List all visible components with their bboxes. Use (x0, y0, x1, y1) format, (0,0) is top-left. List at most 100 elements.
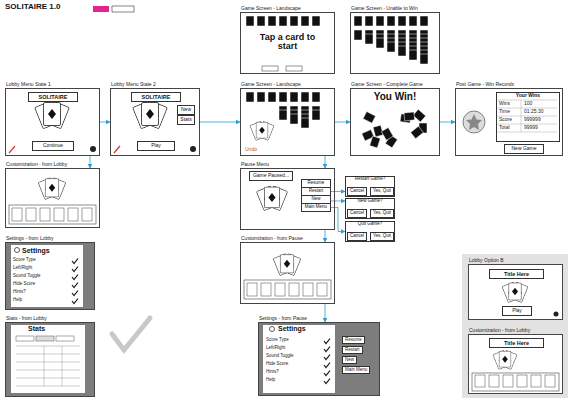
dialog-box: Restart Game?CancelYes, Quit (345, 176, 395, 197)
card-fan (133, 101, 168, 129)
table-cell: 99999 (524, 125, 538, 131)
button-label: Title Here (492, 271, 541, 277)
card-back (376, 38, 384, 48)
setting-row: Sound Toggle (266, 354, 293, 359)
card-back (246, 92, 254, 102)
table-cell: Time (499, 109, 510, 115)
check-mark (72, 275, 78, 280)
card-back (365, 34, 373, 44)
button-label: Play (140, 143, 172, 149)
screen-frame: Pause MenuGame Paused...ResumeRestartNew… (240, 168, 335, 230)
button: Main Menu (301, 203, 331, 212)
button-label: SOLITAIRE (134, 94, 178, 100)
screen-title: Pause Menu (241, 162, 269, 168)
card-strip (244, 280, 331, 299)
button: Yes, Quit (370, 232, 394, 241)
body-text: Stats (28, 325, 45, 332)
mini-card (12, 208, 22, 221)
card-back (290, 92, 298, 102)
card-back (420, 16, 428, 26)
button-label: Game Paused... (252, 173, 290, 179)
mini-card (247, 283, 257, 296)
flow-arrow (325, 156, 326, 168)
button-label: New (180, 107, 192, 113)
card-strip (9, 205, 96, 224)
card-back (409, 16, 417, 26)
button-label: Yes, Quit (373, 189, 391, 194)
mini-card (303, 283, 313, 296)
setting-row: Hide Score (266, 362, 288, 367)
setting-row: Score Type (13, 258, 36, 263)
card-back (312, 16, 320, 26)
flow-arrow (331, 200, 345, 201)
stats-panel (11, 325, 85, 393)
check-mark (324, 371, 330, 376)
screen-frame: Game Screen - LandscapeTap a card to sta… (240, 12, 335, 74)
mini-card (26, 208, 36, 221)
card-back (387, 16, 395, 26)
body-text: Settings (22, 247, 50, 254)
button: New (177, 105, 195, 115)
screen-title: Lobby Menu State 1 (6, 82, 51, 88)
card-back (268, 16, 276, 26)
screen-frame: Game Screen - Unable to Win (350, 12, 440, 74)
approval-check (112, 318, 150, 350)
card-back (301, 16, 309, 26)
screen-title: Post Game - Win Records (456, 82, 514, 88)
dialog-box: New Game?CancelYes, Quit (345, 198, 395, 219)
win-badge (463, 111, 485, 133)
card-fan (35, 101, 70, 129)
mini-card (289, 283, 299, 296)
body-text: New Game? (346, 199, 394, 204)
card-back (387, 42, 395, 52)
screen-frame: Customization - from LobbyTitle Here (468, 334, 563, 394)
body-text: Quit Game? (346, 222, 394, 227)
button-label: SOLITAIRE (31, 94, 75, 100)
pencil-icon (114, 146, 120, 153)
setting-row: Left/Right (13, 266, 32, 271)
button-label: Yes, Quit (373, 234, 391, 239)
tag-pink (93, 6, 109, 12)
button-label: Continue (35, 143, 71, 149)
button-label: Cancel (350, 234, 364, 239)
dim-ground (5, 242, 95, 310)
button: Cancel (347, 232, 367, 241)
playing-card (256, 122, 268, 138)
check-mark (324, 355, 330, 360)
dialog-box: Quit Game? Cancel Yes, Quit (345, 221, 395, 242)
card-back (376, 16, 384, 26)
button-label: Restart (304, 189, 328, 194)
setting-row: Left/Right (266, 346, 285, 351)
pencil-icon (9, 146, 15, 153)
button: New Game (504, 144, 544, 154)
menu-button: Restart (342, 346, 363, 354)
plain-button (262, 66, 278, 71)
body-text: Your Wins (497, 93, 559, 99)
gear-icon (190, 146, 196, 152)
screen-frame: Settings - from PauseSettings (258, 322, 380, 396)
check-mark (324, 347, 330, 352)
diagram-title: SOLITAIRE 1.0 (5, 2, 60, 11)
gear-icon (90, 146, 96, 152)
playing-card (280, 255, 294, 273)
screen-title: Game Screen - Landscape (241, 6, 301, 12)
flow-arrow (331, 207, 345, 231)
flow-arrow (335, 122, 350, 123)
screen-ground (468, 334, 563, 394)
table-cell: Total (499, 125, 510, 131)
tab (16, 336, 34, 341)
setting-row: Score Type (266, 338, 289, 343)
mini-card (82, 208, 92, 221)
button-label: Stats (180, 117, 192, 123)
playing-card (142, 103, 159, 126)
button-label: New (304, 197, 328, 202)
flow-arrow (90, 156, 91, 168)
mini-card (261, 283, 271, 296)
gear-icon (270, 327, 275, 332)
gear-icon (15, 248, 20, 253)
body-text: Undo (245, 147, 257, 152)
body-text: You Win! (351, 92, 439, 103)
button: SOLITAIRE (28, 92, 78, 102)
check-mark (324, 339, 330, 344)
card-back (398, 16, 406, 26)
